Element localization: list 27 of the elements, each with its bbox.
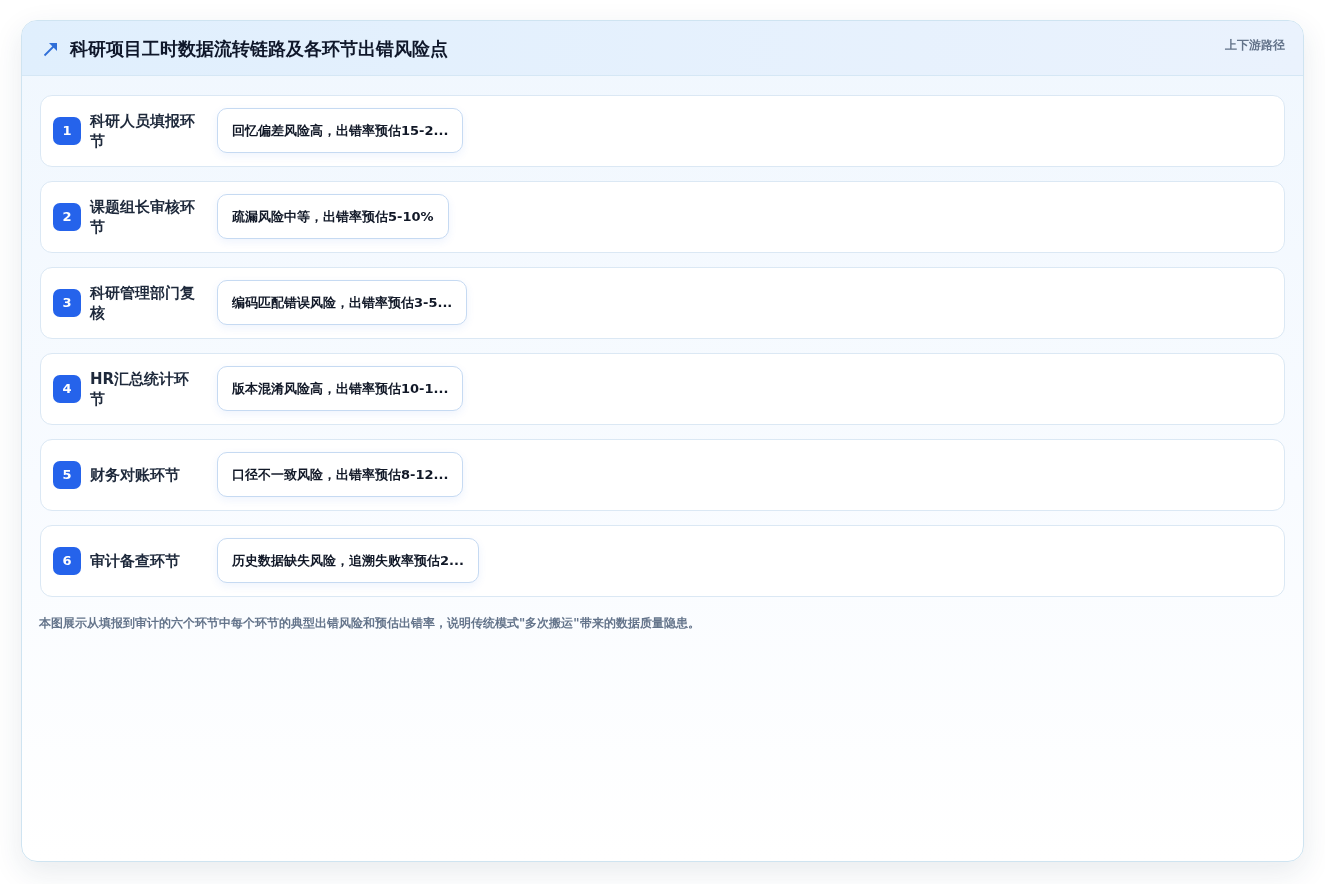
step-title: 科研管理部门复核 xyxy=(90,283,196,323)
step-card xyxy=(40,439,1285,511)
risk-box: 历史数据缺失风险，追溯失败率预估2... xyxy=(217,538,479,583)
step-card xyxy=(40,525,1285,597)
number-badge: 1 xyxy=(53,117,81,145)
risk-box: 疏漏风险中等，出错率预估5-10% xyxy=(217,194,449,239)
step-card xyxy=(40,353,1285,425)
risk-box: 回忆偏差风险高，出错率预估15-2... xyxy=(217,108,464,153)
risk-box: 口径不一致风险，出错率预估8-12... xyxy=(217,452,464,497)
risk-box: 编码匹配错误风险，出错率预估3-5... xyxy=(217,280,468,325)
header-label: 上下游路径 xyxy=(1225,37,1285,53)
step-title: 课题组长审核环节 xyxy=(90,197,196,237)
step-card xyxy=(40,267,1285,339)
step-card xyxy=(40,181,1285,253)
diagram-title: 科研项目工时数据流转链路及各环节出错风险点 xyxy=(70,37,448,61)
step-title: HR汇总统计环节 xyxy=(90,369,191,409)
risk-box: 版本混淆风险高，出错率预估10-1... xyxy=(217,366,464,411)
caption: 本图展示从填报到审计的六个环节中每个环节的典型出错风险和预估出错率，说明传统模式"多次搬运"带来的数据质量隐患。 xyxy=(39,615,700,631)
number-badge: 6 xyxy=(53,547,81,575)
number-badge: 2 xyxy=(53,203,81,231)
step-title: 审计备查环节 xyxy=(90,551,180,571)
number-badge: 5 xyxy=(53,461,81,489)
number-badge: 3 xyxy=(53,289,81,317)
step-card xyxy=(40,95,1285,167)
step-title: 科研人员填报环节 xyxy=(90,111,196,151)
step-title: 财务对账环节 xyxy=(90,465,180,485)
number-badge: 4 xyxy=(53,375,81,403)
